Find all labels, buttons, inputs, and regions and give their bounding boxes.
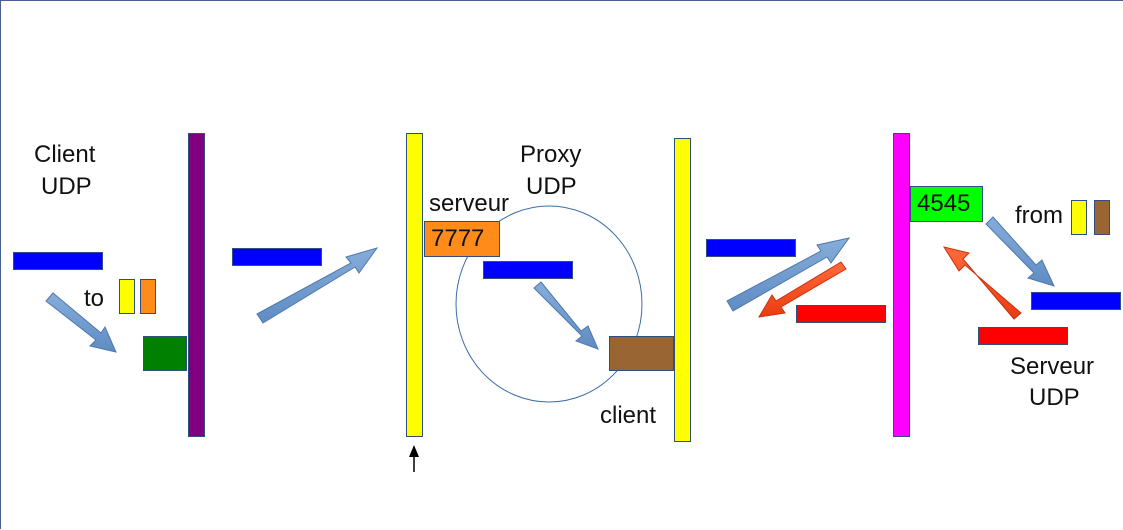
arrow-client-to-port (45, 292, 117, 353)
client-label: client (600, 402, 657, 429)
serveur-label: serveur (429, 190, 510, 217)
arrow-reply-to-proxy (758, 261, 847, 318)
proxy-client-port-box (609, 336, 674, 371)
server-port-box: 4545 (910, 186, 983, 222)
client-socket-bar (188, 133, 205, 437)
proxy-server-socket-bar (406, 133, 423, 437)
arrow-proxy-internal (533, 281, 599, 350)
to-yellow-swatch (119, 279, 135, 314)
arrow-proxy-to-server (726, 237, 851, 312)
arrow-to-proxy (256, 247, 379, 324)
arrow-server-to-packet (985, 216, 1055, 287)
proxy-port-box: 7777 (424, 221, 500, 257)
to-label: to (84, 285, 105, 312)
packet-client-outgoing (13, 252, 103, 270)
serveur-udp-label-1: Serveur (1010, 353, 1095, 380)
arrow-server-reply-up (942, 246, 1022, 320)
pointer-arrow (409, 445, 419, 472)
server-socket-bar (893, 133, 910, 437)
packet-client-to-proxy (232, 248, 322, 266)
client-udp-label-1: Client (34, 141, 96, 168)
from-yellow-swatch (1071, 200, 1087, 235)
packet-reply-server-outgoing (978, 327, 1068, 345)
proxy-udp-label-1: Proxy (520, 141, 582, 168)
packet-reply-server-to-proxy (796, 305, 886, 323)
serveur-udp-label-2: UDP (1029, 384, 1080, 411)
packet-proxy-inside (483, 261, 573, 279)
from-label: from (1015, 202, 1063, 229)
client-port-box (143, 336, 187, 371)
proxy-client-socket-bar (674, 138, 691, 442)
from-brown-swatch (1094, 200, 1110, 235)
packet-proxy-to-server (706, 239, 796, 257)
client-udp-label-2: UDP (41, 173, 92, 200)
to-orange-swatch (140, 279, 156, 314)
packet-server-received (1031, 292, 1121, 310)
proxy-udp-label-2: UDP (526, 173, 577, 200)
